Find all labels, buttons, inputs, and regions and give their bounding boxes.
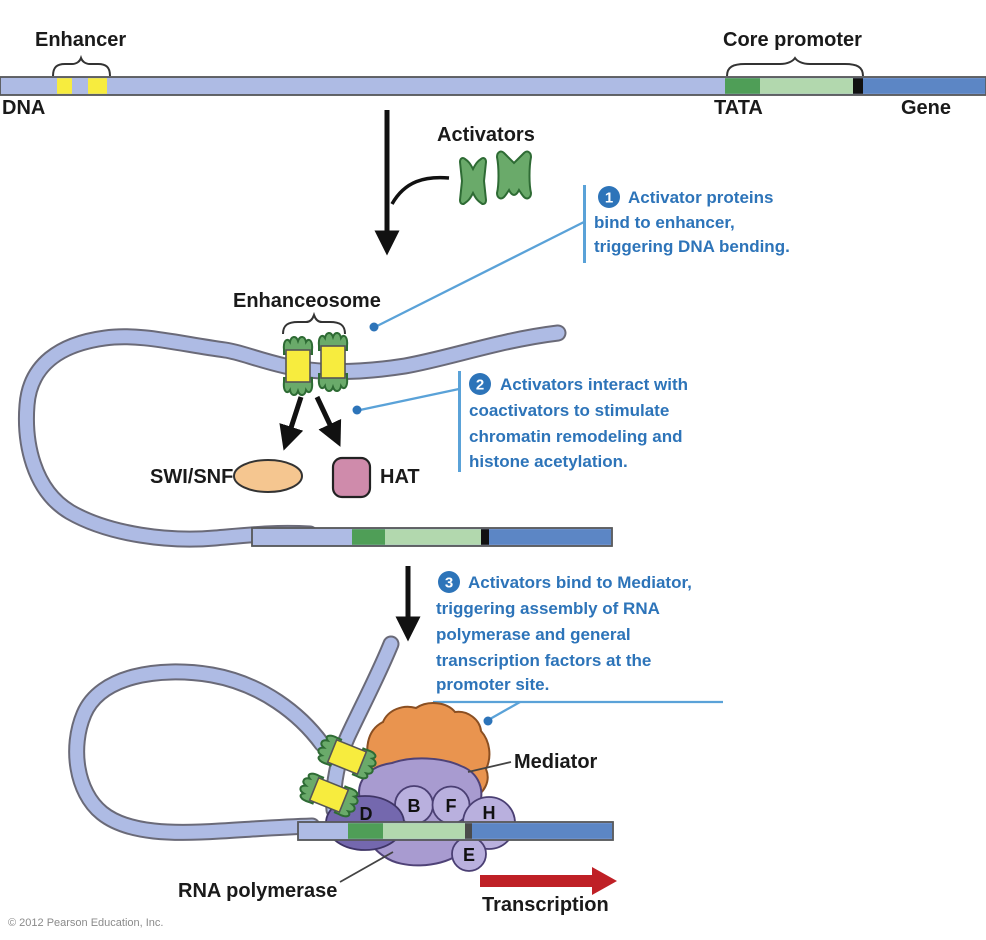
callout-3-number: 3 <box>445 575 453 592</box>
rna-polymerase-label: RNA polymerase <box>178 880 337 902</box>
middle-promoter-segment <box>385 529 481 545</box>
activator-join-curve <box>390 175 450 205</box>
callout-2-number-badge <box>469 373 491 395</box>
enhancer-label: Enhancer <box>35 29 126 51</box>
swi-snf-shape <box>233 459 303 493</box>
bottom-bar-outline <box>297 821 614 841</box>
callout-1-line-1: Activator proteins <box>628 188 773 207</box>
callout-2-line-3: chromatin remodeling and <box>469 427 682 446</box>
callout-3-line-2: triggering assembly of RNA <box>436 599 660 618</box>
activator-protein-2 <box>496 150 532 200</box>
gtf-d-label: D <box>360 804 373 824</box>
gene-label: Gene <box>901 97 951 119</box>
gtf-h-label: H <box>483 803 496 823</box>
middle-gene-segment <box>489 529 611 545</box>
bottom-start-stripe <box>465 823 472 839</box>
middle-bar-outline <box>251 527 613 547</box>
callout-3-line-5: promoter site. <box>436 675 549 694</box>
arrow-to-swisnf <box>279 396 304 451</box>
dna-label: DNA <box>2 97 45 119</box>
gtf-b-label: B <box>408 796 421 816</box>
bottom-gene-segment <box>472 823 612 839</box>
gtf-f-label: F <box>446 796 457 816</box>
callout-1-line-3: triggering DNA bending. <box>594 237 790 256</box>
middle-start-stripe <box>481 529 489 545</box>
callout-2-pointer-dot <box>352 405 362 415</box>
callout-1-pointer-line <box>376 220 585 328</box>
bottom-loop-outline <box>68 663 331 841</box>
callout-1-number: 1 <box>605 190 613 207</box>
middle-tata-segment <box>352 529 385 545</box>
copyright-text: © 2012 Pearson Education, Inc. <box>8 917 163 929</box>
callout-1: 1 Activator proteins bind to enhancer, t… <box>369 185 790 332</box>
swi-snf-label: SWI/SNF <box>150 466 233 488</box>
enhancer-site-1 <box>57 78 72 94</box>
dna-bar-outline <box>0 76 986 96</box>
mediator-label: Mediator <box>514 751 598 773</box>
loop-fill <box>20 326 565 546</box>
gtf-e-label: E <box>463 845 475 865</box>
callout-2-line-4: histone acetylation. <box>469 452 628 471</box>
enhancer-site-2 <box>88 78 107 94</box>
enhanceosome-unit-1 <box>282 335 314 397</box>
callout-2-number: 2 <box>476 377 484 394</box>
activator-protein-1 <box>459 157 487 205</box>
bent-dna-loop <box>18 324 567 548</box>
bottom-dna-bar <box>297 821 614 841</box>
callout-3-number-badge <box>438 571 460 593</box>
callout-2-line-2: coactivators to stimulate <box>469 401 669 420</box>
callout-3: 3 Activators bind to Mediator, triggerin… <box>433 571 723 726</box>
activators-label: Activators <box>437 124 535 146</box>
callout-3-line-1: Activators bind to Mediator, <box>468 573 692 592</box>
middle-dna-bar <box>251 527 613 547</box>
promoter-segment <box>760 78 853 94</box>
enhancer-brace <box>52 54 111 77</box>
hat-shape <box>331 456 372 499</box>
transcription-arrow <box>480 867 617 895</box>
callout-2-pointer-line <box>359 387 460 412</box>
core-promoter-brace <box>726 56 864 77</box>
mediator-pointer-line <box>467 761 512 773</box>
gene-segment <box>863 78 986 94</box>
enhanceosome-label: Enhanceosome <box>233 290 381 312</box>
callout-1-bar <box>583 185 586 263</box>
callout-3-line-3: polymerase and general <box>436 625 631 644</box>
arrow-to-hat <box>314 395 342 447</box>
callout-2: 2 Activators interact with coactivators … <box>352 371 688 472</box>
callout-1-number-badge <box>598 186 620 208</box>
start-site-stripe <box>853 78 863 94</box>
callout-3-line-4: transcription factors at the <box>436 651 651 670</box>
callout-3-pointer-dot <box>483 716 493 726</box>
bottom-tata-segment <box>348 823 383 839</box>
enhanceosome-unit-2 <box>317 331 349 393</box>
tata-box-segment <box>725 78 760 94</box>
enhanceosome-brace <box>282 311 346 335</box>
callout-1-pointer-dot <box>369 322 379 332</box>
top-dna-bar <box>0 76 986 96</box>
transcription-label: Transcription <box>482 894 609 916</box>
tata-label: TATA <box>714 97 763 119</box>
callout-3-pointer-line <box>489 700 521 721</box>
rna-polymerase-pointer-line <box>339 851 394 883</box>
core-promoter-label: Core promoter <box>723 29 862 51</box>
bottom-promoter-segment <box>383 823 465 839</box>
callout-2-line-1: Activators interact with <box>500 375 688 394</box>
callout-1-line-2: bind to enhancer, <box>594 213 735 232</box>
hat-label: HAT <box>380 466 420 488</box>
callout-2-bar <box>458 371 461 472</box>
bottom-loop-fill <box>70 665 329 839</box>
